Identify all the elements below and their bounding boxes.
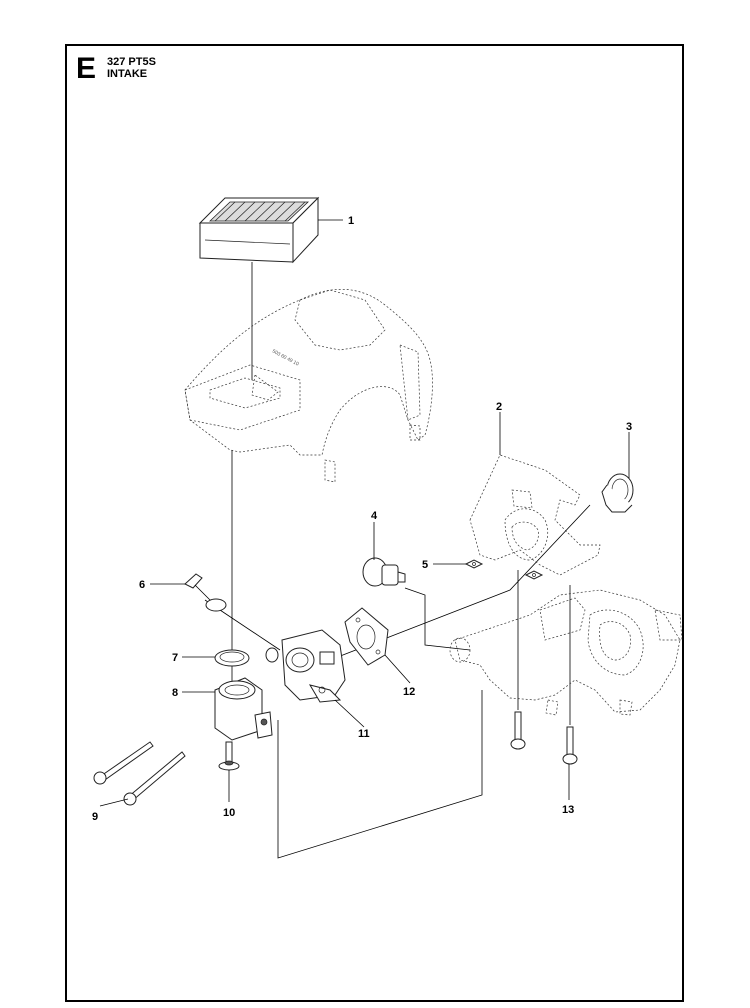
part-intake-housing [469, 454, 601, 576]
callout-leaders [99, 219, 630, 807]
callout-numbers: 1 2 3 4 5 6 7 8 9 10 11 12 13 [92, 215, 632, 823]
part-carburetor [265, 629, 346, 703]
part-choke-rod [184, 573, 227, 612]
callout-2: 2 [496, 401, 502, 413]
part-gasket-plate [344, 607, 389, 666]
callout-4: 4 [371, 510, 378, 522]
part-screw-washer [218, 741, 240, 771]
part-gasket-ring [214, 649, 250, 667]
part-crankcase [449, 589, 683, 716]
part-screws [510, 711, 578, 765]
callout-10: 10 [223, 807, 235, 819]
callout-1: 1 [348, 215, 354, 227]
section-title: INTAKE [107, 68, 148, 80]
callout-5: 5 [422, 559, 428, 571]
callout-9: 9 [92, 811, 98, 823]
assembly-lines [204, 262, 591, 859]
part-cylinder-cover: 503 60 49 10 [184, 289, 433, 483]
callout-6: 6 [139, 579, 145, 591]
callout-11: 11 [358, 728, 370, 740]
part-nuts [464, 559, 544, 580]
callout-13: 13 [562, 804, 574, 816]
model-title: 327 PT5S [107, 56, 156, 68]
part-air-filter [198, 196, 320, 264]
callout-8: 8 [172, 687, 178, 699]
part-primer-bulb [362, 557, 406, 587]
callout-7: 7 [172, 652, 178, 664]
callout-3: 3 [626, 421, 632, 433]
page-frame [65, 44, 684, 1002]
part-carb-adapter [214, 677, 273, 741]
callout-12: 12 [403, 686, 415, 698]
section-letter: E [76, 52, 97, 85]
part-intake-boot [601, 473, 634, 513]
part-long-screws [93, 741, 186, 806]
cover-engraving: 503 60 49 10 [271, 348, 300, 367]
